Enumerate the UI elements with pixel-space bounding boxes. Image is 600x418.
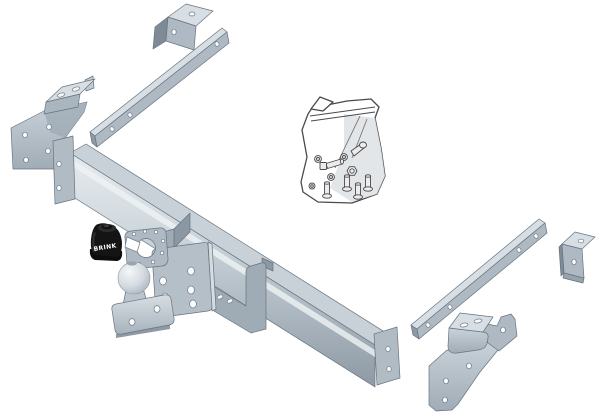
small-angle-bracket-top	[152, 3, 214, 51]
bag-corner-fold	[310, 96, 334, 112]
flange-underside	[116, 325, 170, 338]
socket-plate-opening	[124, 236, 141, 253]
strap-right-band	[212, 262, 267, 334]
ball	[117, 261, 151, 295]
bag-bolt-angled	[350, 141, 367, 157]
bracket-saddle-front	[447, 327, 489, 354]
bolt-holes	[425, 233, 539, 328]
slot-holes	[216, 294, 234, 304]
beam-end-plate-left	[52, 135, 76, 205]
ball-top-flat	[127, 261, 137, 266]
socket-plate-body	[124, 227, 169, 270]
bolt-holes	[109, 41, 220, 132]
bag-seam	[309, 106, 376, 122]
small-angle-bracket-right	[558, 231, 596, 284]
bolt-holes	[171, 11, 196, 36]
slot-holes	[459, 318, 483, 328]
rail-front-face	[94, 31, 230, 148]
rail-front-face	[416, 222, 548, 340]
cap-body	[90, 223, 122, 257]
bag-bolts-standing	[322, 174, 373, 200]
upper-support-rail	[89, 27, 230, 148]
flange-ball-hitch	[111, 261, 175, 338]
bracket-saddle-top	[448, 312, 494, 333]
beam-end-plate-right	[373, 326, 401, 386]
left-side-bracket	[10, 75, 96, 170]
fasteners-bag	[300, 96, 386, 204]
bolt-holes	[442, 326, 506, 404]
crossbeam	[52, 135, 401, 388]
cap-highlight	[92, 232, 96, 252]
cap-dome-ring-inner	[103, 224, 110, 228]
bracket-wing	[482, 313, 518, 352]
bolt-holes	[22, 123, 52, 164]
bag-nut	[346, 166, 358, 176]
bolt-holes	[571, 238, 585, 266]
bag-washers	[308, 153, 348, 190]
ball-cover-cap: BRINK	[89, 223, 123, 261]
bolt-holes	[128, 305, 161, 326]
right-side-bracket	[428, 312, 518, 412]
lower-support-rail	[410, 218, 548, 340]
bag-bolt-horizontal	[319, 158, 345, 170]
flange-plate	[111, 294, 175, 335]
beam-highlight	[70, 158, 375, 357]
brink-label: BRINK	[93, 242, 117, 253]
slot-holes	[56, 86, 81, 98]
bag-shading	[330, 114, 385, 202]
